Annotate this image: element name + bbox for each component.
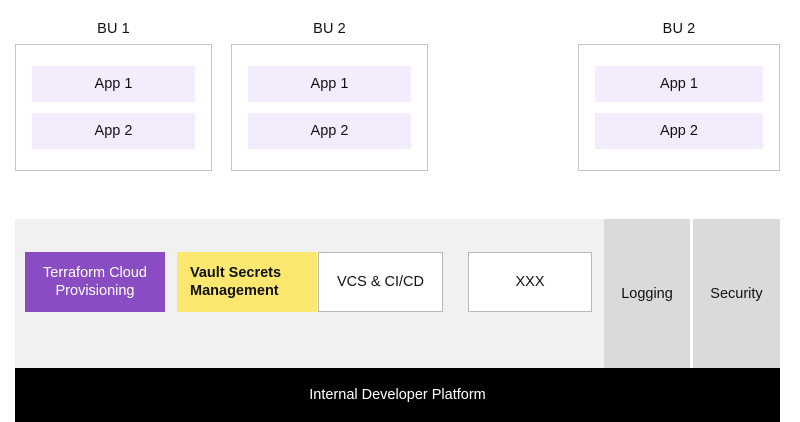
service-card-label: XXX	[515, 274, 545, 290]
side-panel-label: Logging	[621, 285, 673, 302]
business-unit-label: BU 2	[313, 21, 346, 37]
app-chip: App 2	[32, 113, 195, 149]
app-chip: App 2	[248, 113, 411, 149]
business-unit-label: BU 2	[662, 21, 696, 37]
business-unit-box: App 1 App 2	[231, 44, 428, 171]
service-card-vcs-cicd: VCS & CI/CD	[318, 252, 443, 312]
internal-developer-platform-bar: Internal Developer Platform	[15, 368, 780, 422]
business-unit-label: BU 1	[97, 21, 130, 37]
internal-developer-platform-label: Internal Developer Platform	[309, 387, 486, 403]
business-unit-group-1: BU 1 App 1 App 2	[15, 20, 212, 171]
app-chip: App 1	[32, 66, 195, 102]
service-card-terraform-cloud-provisioning: Terraform Cloud Provisioning	[25, 252, 165, 312]
service-card-label: VCS & CI/CD	[336, 274, 424, 290]
business-unit-group-2: BU 2 App 1 App 2	[231, 20, 428, 171]
side-panel-label: Security	[710, 285, 763, 302]
app-chip: App 1	[248, 66, 411, 102]
side-panel-logging: Logging	[604, 219, 690, 368]
business-units-row: BU 1 App 1 App 2 BU 2 App 1 App 2 BU 2 A…	[0, 0, 800, 180]
service-card-label: Terraform Cloud Provisioning	[43, 265, 147, 299]
platform-band: Terraform Cloud Provisioning Vault Secre…	[15, 219, 780, 368]
app-chip: App 1	[595, 66, 763, 102]
business-unit-box: App 1 App 2	[578, 44, 780, 171]
service-card-xxx: XXX	[468, 252, 592, 312]
business-unit-group-3: BU 2 App 1 App 2	[578, 20, 780, 171]
service-card-label: Vault Secrets Management	[190, 265, 282, 299]
business-unit-box: App 1 App 2	[15, 44, 212, 171]
app-chip: App 2	[595, 113, 763, 149]
side-panel-security: Security	[693, 219, 780, 368]
service-card-vault-secrets-management: Vault Secrets Management	[177, 252, 317, 312]
